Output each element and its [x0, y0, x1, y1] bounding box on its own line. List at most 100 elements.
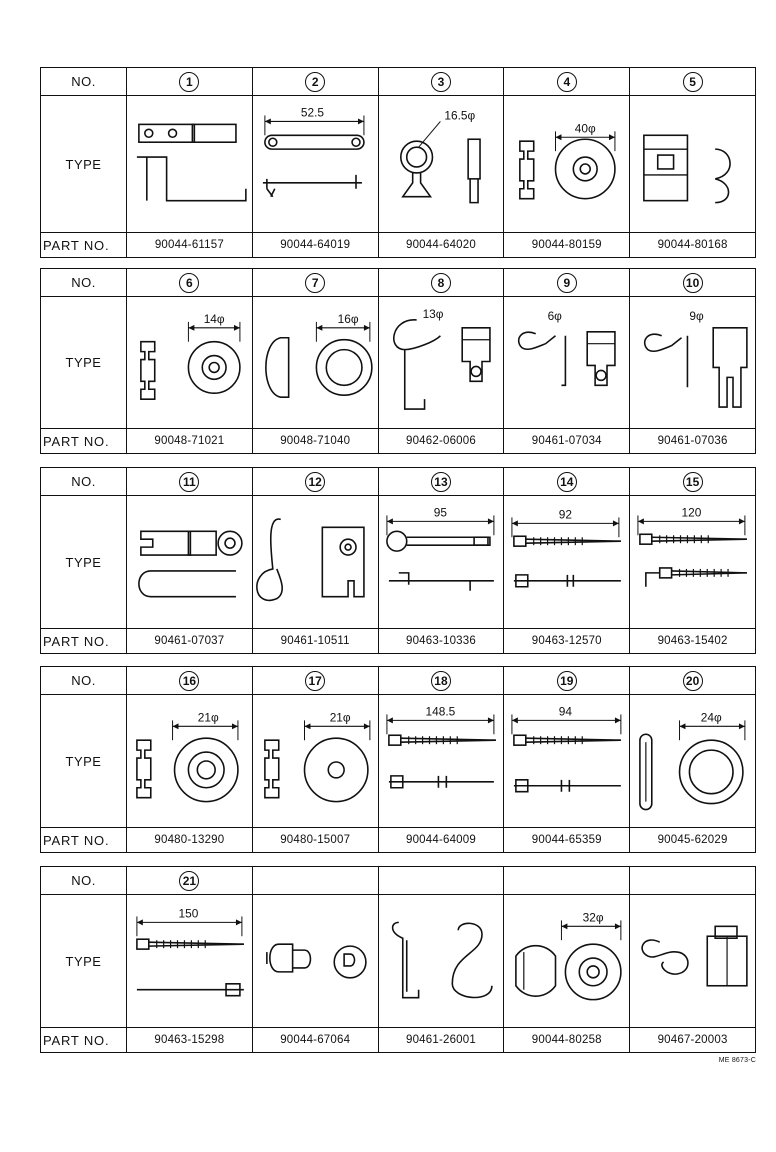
svg-text:13φ: 13φ — [422, 307, 443, 321]
part-number-cell: 90048-71021 — [126, 429, 252, 453]
item-number: 6 — [179, 272, 200, 293]
part-drawing: 148.5 — [377, 695, 504, 827]
type-row: TYPE 95 92 120 — [41, 496, 755, 629]
part-number: 90044-61157 — [154, 239, 224, 251]
part-number-cell: 90045-62029 — [629, 828, 755, 852]
type-row: TYPE 150 32φ — [41, 895, 755, 1028]
part-number: 90463-12570 — [531, 635, 602, 647]
number-row: NO. 21 — [41, 867, 755, 895]
part-number: 90480-13290 — [154, 834, 225, 846]
part-drawing: 150 — [126, 895, 252, 1027]
item-number: 16 — [179, 670, 200, 691]
item-number: 21 — [179, 870, 200, 891]
part-number: 90044-67064 — [280, 1034, 351, 1046]
part-number-cell: 90462-06006 — [377, 429, 504, 453]
type-label: TYPE — [65, 355, 102, 370]
item-number-cell: 3 — [377, 68, 504, 95]
type-label: TYPE — [65, 753, 102, 769]
item-number: 10 — [682, 272, 703, 293]
item-number-cell: 1 — [126, 68, 252, 95]
svg-text:16.5φ: 16.5φ — [444, 108, 475, 122]
part-drawing-icon — [641, 925, 748, 987]
item-number: 1 — [179, 71, 200, 92]
part-no-label: PART NO. — [43, 1032, 110, 1048]
part-number-cell: 90461-07034 — [503, 429, 629, 453]
item-number: 3 — [430, 71, 451, 92]
part-drawing — [629, 895, 755, 1027]
part-number: 90467-20003 — [657, 1034, 728, 1046]
item-number: 19 — [556, 670, 577, 691]
part-number-cell: 90480-15007 — [251, 828, 378, 852]
item-number: 5 — [682, 71, 703, 92]
svg-text:92: 92 — [559, 507, 572, 521]
item-number: 8 — [430, 272, 451, 293]
part-drawing — [629, 96, 755, 232]
item-number-cell — [251, 867, 378, 894]
svg-text:95: 95 — [433, 505, 447, 519]
part-drawing-icon: 9φ — [644, 309, 748, 408]
part-number: 90463-15402 — [657, 635, 728, 647]
item-number-cell: 19 — [503, 667, 629, 694]
part-drawing: 21φ — [126, 695, 252, 827]
part-drawing: 52.5 — [251, 96, 378, 232]
item-number: 2 — [305, 71, 326, 92]
part-number-cell: 90044-64020 — [377, 233, 504, 257]
part-drawing-icon: 94 — [511, 704, 622, 793]
part-number-cell: 90461-10511 — [251, 629, 378, 653]
part-drawing-icon — [255, 518, 365, 602]
item-number: 20 — [682, 670, 703, 691]
item-number-cell: 4 — [503, 68, 629, 95]
part-number: 90044-80258 — [531, 1034, 602, 1046]
part-number: 90044-64009 — [405, 834, 476, 846]
item-number: 12 — [305, 471, 326, 492]
item-number-cell: 8 — [377, 269, 504, 296]
no-label: NO. — [71, 474, 96, 489]
part-number: 90461-07036 — [657, 435, 728, 447]
item-number: 18 — [430, 670, 451, 691]
svg-text:16φ: 16φ — [337, 312, 358, 326]
part-drawing-icon — [391, 921, 493, 999]
part-drawing: 14φ — [126, 297, 252, 428]
part-number-cell: 90044-80159 — [503, 233, 629, 257]
part-drawing-icon: 52.5 — [262, 105, 365, 198]
part-number-cell: 90461-07036 — [629, 429, 755, 453]
item-number: 15 — [682, 471, 703, 492]
part-number-cell: 90044-65359 — [503, 828, 629, 852]
item-number-cell: 2 — [251, 68, 378, 95]
item-number-cell: 10 — [629, 269, 755, 296]
part-drawing — [251, 496, 378, 628]
item-number: 14 — [556, 471, 577, 492]
part-drawing-icon — [136, 123, 247, 202]
part-drawing-icon: 24φ — [639, 710, 746, 811]
item-number-cell: 7 — [251, 269, 378, 296]
svg-text:9φ: 9φ — [690, 309, 705, 323]
item-number: 13 — [430, 471, 451, 492]
part-number-cell: 90044-64009 — [377, 828, 504, 852]
svg-text:94: 94 — [559, 704, 573, 718]
item-number-cell: 5 — [629, 68, 755, 95]
item-number-cell: 16 — [126, 667, 252, 694]
part-number: 90048-71021 — [154, 435, 225, 447]
no-label: NO. — [71, 873, 96, 888]
part-drawing-icon: 120 — [637, 505, 748, 587]
item-number: 9 — [556, 272, 577, 293]
part-number: 90044-80159 — [531, 239, 602, 251]
part-number: 90461-07034 — [531, 435, 602, 447]
part-number-cell: 90461-26001 — [377, 1028, 504, 1052]
item-number: 4 — [556, 71, 577, 92]
part-drawing: 21φ — [251, 695, 378, 827]
part-number-cell: 90048-71040 — [251, 429, 378, 453]
part-number: 90480-15007 — [280, 834, 351, 846]
part-drawing-icon: 14φ — [140, 312, 241, 400]
svg-text:120: 120 — [682, 505, 702, 519]
item-number-cell: 6 — [126, 269, 252, 296]
item-number-cell: 14 — [503, 468, 629, 495]
item-number-cell: 12 — [251, 468, 378, 495]
